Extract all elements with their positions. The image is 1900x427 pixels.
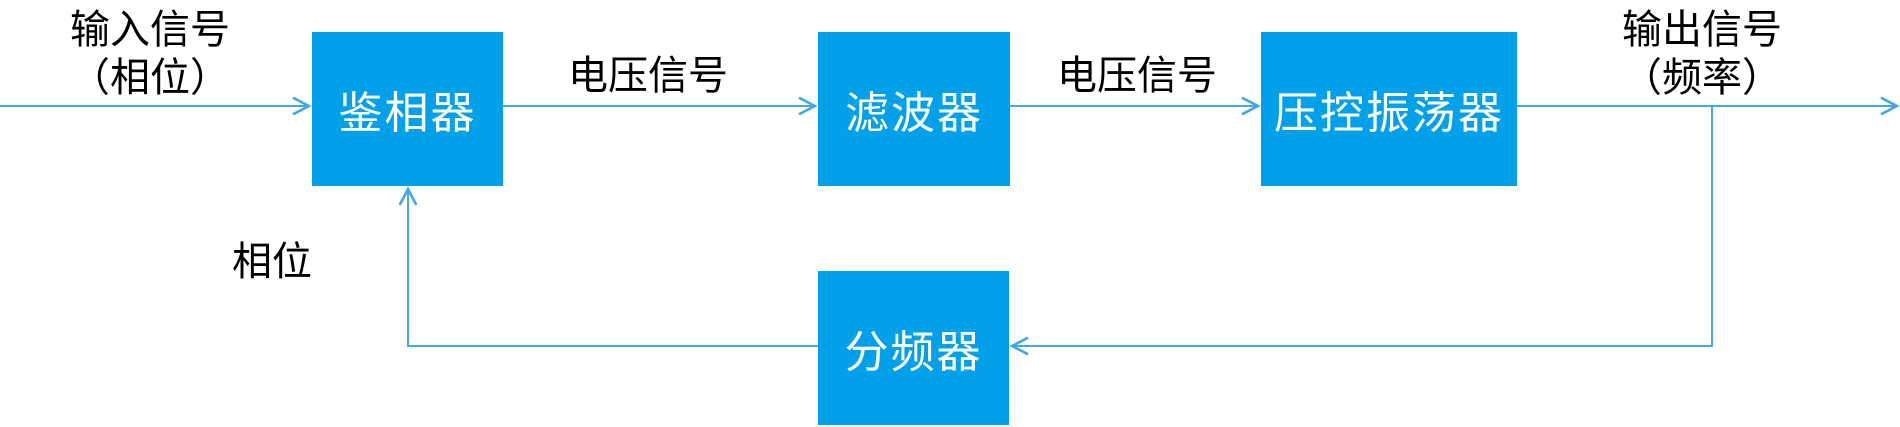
feedback-phase-label: 相位 xyxy=(232,239,312,285)
input-signal-label: 输入信号 （相位） xyxy=(70,7,230,101)
output-branch-to-divider-arrow xyxy=(1013,106,1713,346)
block-phase-detector: 鉴相器 xyxy=(312,32,503,186)
block-vco: 压控振荡器 xyxy=(1261,32,1517,186)
output-signal-label: 输出信号 （频率） xyxy=(1622,7,1782,101)
block-vco-label: 压控振荡器 xyxy=(1274,88,1504,139)
block-divider-label: 分频器 xyxy=(844,327,983,378)
block-phase-detector-label: 鉴相器 xyxy=(338,88,477,139)
voltage-signal-label-1: 电压信号 xyxy=(568,53,728,99)
divider-to-phase-detector-arrow xyxy=(408,190,818,347)
voltage-signal-label-2: 电压信号 xyxy=(1057,53,1217,99)
block-filter: 滤波器 xyxy=(818,32,1010,186)
block-divider: 分频器 xyxy=(818,271,1009,425)
block-filter-label: 滤波器 xyxy=(845,88,983,139)
